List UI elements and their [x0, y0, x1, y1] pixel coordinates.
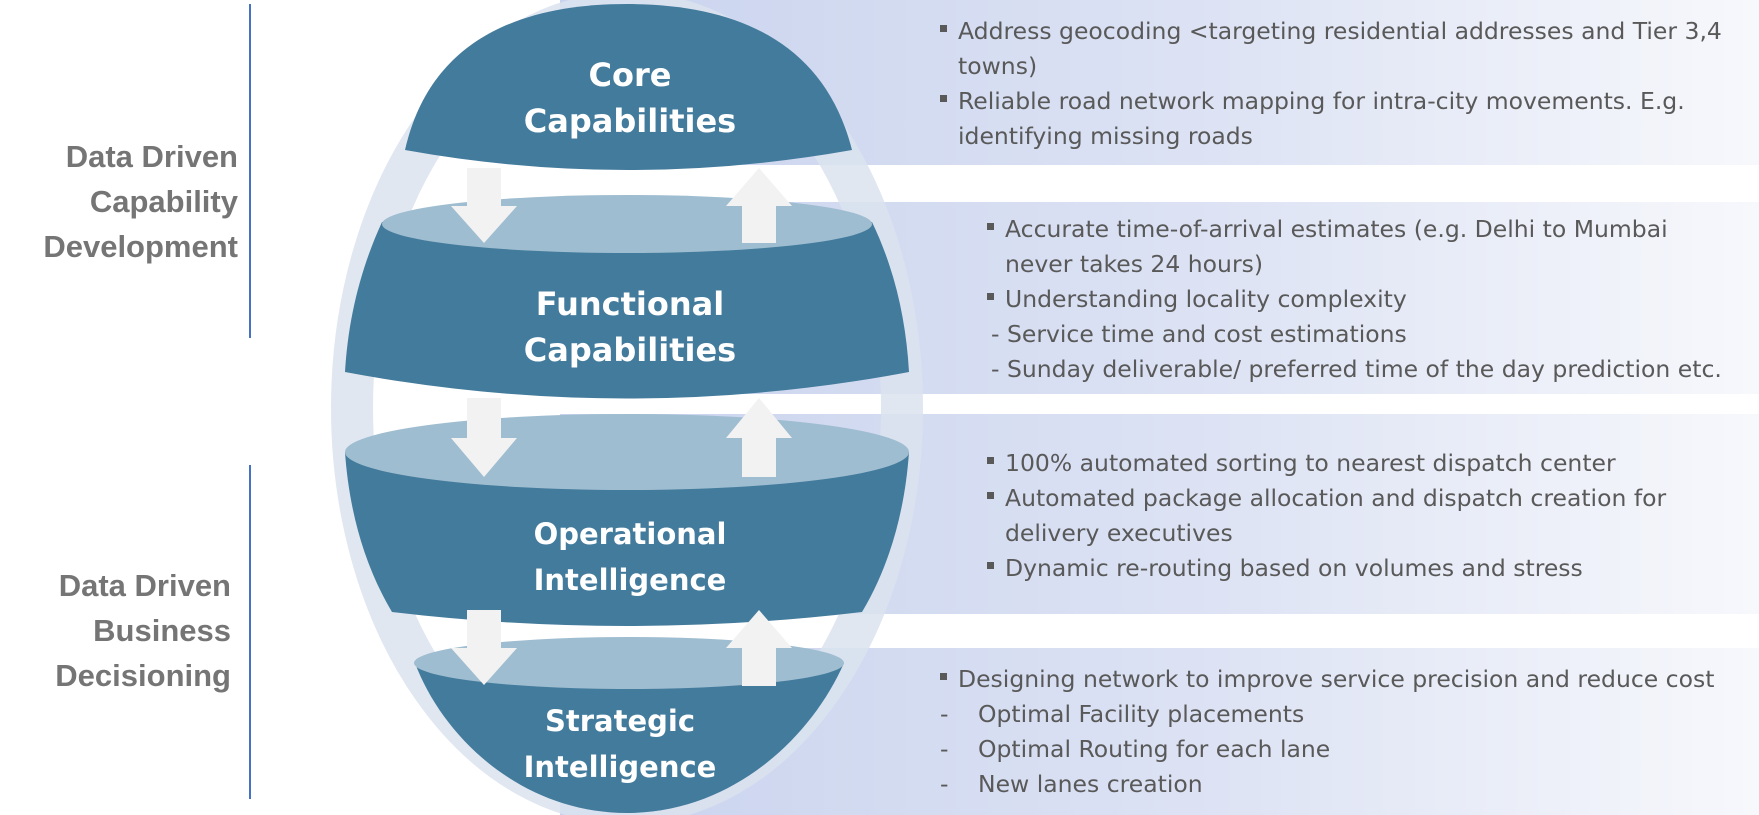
layer-title-line: Capabilities [523, 331, 737, 369]
layer-title-strategic: Strategic Intelligence [470, 698, 770, 790]
arrow-up-icon [726, 168, 792, 243]
description-functional: Accurate time-of-arrival estimates (e.g.… [987, 212, 1722, 387]
arrow-down-icon [451, 610, 517, 685]
bullet-indent [987, 516, 1005, 551]
bullet-line: Automated package allocation and dispatc… [987, 481, 1666, 516]
bullet-text: Automated package allocation and dispatc… [1005, 484, 1667, 512]
layer-title-line: Operational [533, 517, 727, 551]
bullet-line: - Sunday deliverable/ preferred time of … [987, 352, 1722, 387]
bullet-text: Optimal Routing for each lane [978, 735, 1331, 763]
arrow-down-icon [451, 398, 517, 477]
bullet-square-icon [940, 84, 958, 119]
bullet-text: identifying missing roads [958, 122, 1253, 150]
side-label-line: Decisioning [55, 658, 231, 693]
bullet-text: Reliable road network mapping for intra-… [958, 87, 1685, 115]
bullet-line: Address geocoding <targeting residential… [940, 14, 1722, 49]
arrow-up-icon [726, 398, 792, 477]
description-strategic: Designing network to improve service pre… [940, 662, 1714, 802]
side-label-line: Data Driven [58, 568, 231, 603]
bullet-text: Accurate time-of-arrival estimates (e.g.… [1005, 215, 1668, 243]
bullet-indent [940, 49, 958, 84]
bullet-line: Dynamic re-routing based on volumes and … [987, 551, 1666, 586]
arrow-down-icon [451, 168, 517, 243]
bullet-square-icon [987, 212, 1005, 247]
description-core: Address geocoding <targeting residential… [940, 14, 1722, 154]
layer-core [405, 4, 852, 170]
bullet-line: towns) [940, 49, 1722, 84]
bullet-indent [940, 119, 958, 154]
bullet-square-icon [940, 14, 958, 49]
bullet-square-icon [987, 446, 1005, 481]
bullet-text: delivery executives [1005, 519, 1233, 547]
bullet-text: Dynamic re-routing based on volumes and … [1005, 554, 1583, 582]
side-label-line: Data Driven [65, 139, 238, 174]
bullet-dash: - [940, 700, 949, 728]
bullet-line: - Service time and cost estimations [987, 317, 1722, 352]
bullet-line: - Optimal Routing for each lane [940, 732, 1714, 767]
bullet-dash: - [940, 770, 949, 798]
bullet-text: towns) [958, 52, 1038, 80]
layer-functional [345, 222, 909, 399]
bullet-line: - Optimal Facility placements [940, 697, 1714, 732]
bullet-line: Reliable road network mapping for intra-… [940, 84, 1722, 119]
bullet-square-icon [987, 282, 1005, 317]
layer-title-line: Strategic [544, 704, 696, 738]
layer-title-line: Intelligence [523, 750, 717, 784]
bullet-line: Accurate time-of-arrival estimates (e.g.… [987, 212, 1722, 247]
divider-bottom [249, 465, 251, 799]
bullet-text: - Sunday deliverable/ preferred time of … [991, 355, 1722, 383]
layer-title-functional: Functional Capabilities [480, 281, 780, 373]
side-label-capability-development: Data Driven Capability Development [0, 134, 238, 269]
bullet-line: 100% automated sorting to nearest dispat… [987, 446, 1666, 481]
bullet-line: Designing network to improve service pre… [940, 662, 1714, 697]
bullet-line: identifying missing roads [940, 119, 1722, 154]
bullet-line: delivery executives [987, 516, 1666, 551]
bullet-indent [987, 247, 1005, 282]
layer-title-line: Core [588, 56, 672, 94]
layer-operational [345, 452, 909, 626]
layer-operational-top [345, 414, 909, 490]
bullet-line: never takes 24 hours) [987, 247, 1722, 282]
bullet-text: Understanding locality complexity [1005, 285, 1407, 313]
side-label-line: Business [93, 613, 231, 648]
bullet-square-icon [940, 662, 958, 697]
layer-title-operational: Operational Intelligence [480, 511, 780, 603]
bullet-square-icon [987, 551, 1005, 586]
bullet-text: never takes 24 hours) [1005, 250, 1264, 278]
bullet-line: - New lanes creation [940, 767, 1714, 802]
bullet-text: New lanes creation [978, 770, 1203, 798]
bullet-dash: - [940, 735, 949, 763]
bullet-line: Understanding locality complexity [987, 282, 1722, 317]
layer-functional-top [382, 195, 872, 253]
divider-top [249, 4, 251, 338]
layer-title-line: Functional [535, 285, 725, 323]
bullet-text: Designing network to improve service pre… [958, 665, 1715, 693]
layer-strategic-top [414, 637, 844, 689]
layer-title-core: Core Capabilities [480, 52, 780, 144]
layer-strategic [415, 663, 844, 813]
description-operational: 100% automated sorting to nearest dispat… [987, 446, 1666, 586]
layer-title-line: Intelligence [533, 563, 727, 597]
bullet-text: Address geocoding <targeting residential… [958, 17, 1722, 45]
bullet-text: Optimal Facility placements [978, 700, 1305, 728]
side-label-line: Development [43, 229, 238, 264]
bullet-square-icon [987, 481, 1005, 516]
bullet-text: 100% automated sorting to nearest dispat… [1005, 449, 1616, 477]
layer-title-line: Capabilities [523, 102, 737, 140]
bullet-text: - Service time and cost estimations [991, 320, 1407, 348]
side-label-business-decisioning: Data Driven Business Decisioning [0, 563, 231, 698]
arrow-up-icon [726, 610, 792, 686]
side-label-line: Capability [89, 184, 238, 219]
